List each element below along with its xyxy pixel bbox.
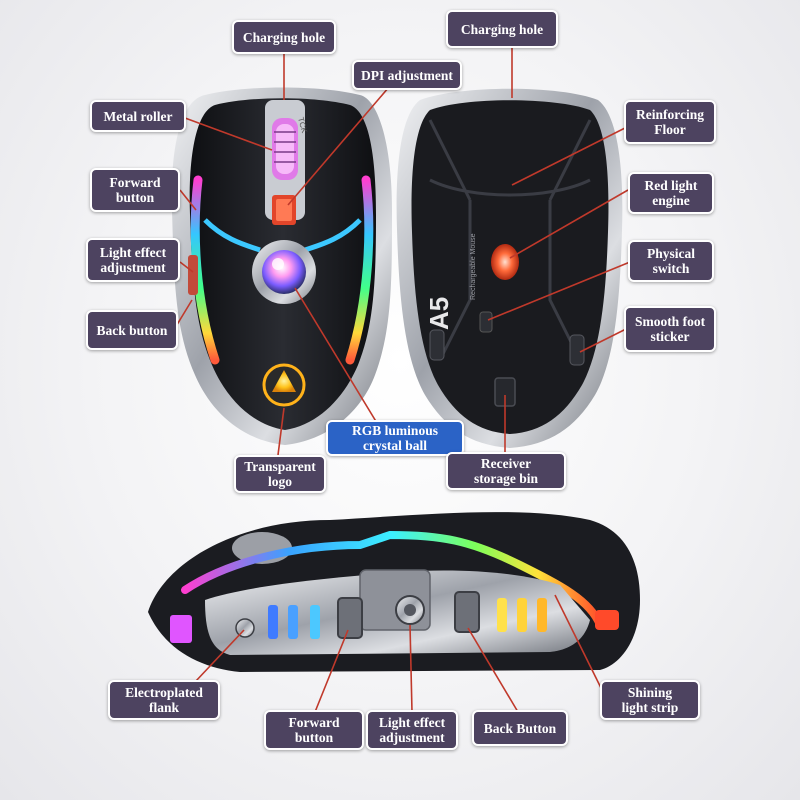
label-forward-button-side: Forward button xyxy=(264,710,364,750)
label-receiver-storage-bin: Receiver storage bin xyxy=(446,452,566,490)
label-charging-hole-bottom: Charging hole xyxy=(446,10,558,48)
label-back-button-top: Back button xyxy=(86,310,178,350)
top-logo-text: TCK xyxy=(296,116,309,134)
label-electroplated-flank: Electroplated flank xyxy=(108,680,220,720)
label-metal-roller: Metal roller xyxy=(90,100,186,132)
side-view-mouse xyxy=(148,512,640,672)
label-light-effect-adjustment-side: Light effect adjustment xyxy=(366,710,458,750)
label-smooth-foot-sticker: Smooth foot sticker xyxy=(624,306,716,352)
bottom-sticker-text: Rechargeable Mouse xyxy=(470,233,477,300)
label-light-effect-adjustment-top: Light effect adjustment xyxy=(86,238,180,282)
model-text: A5 xyxy=(424,297,454,330)
bottom-view-mouse: A5 Rechargeable Mouse xyxy=(396,88,623,448)
label-charging-hole-top: Charging hole xyxy=(232,20,336,54)
label-reinforcing-floor: Reinforcing Floor xyxy=(624,100,716,144)
label-red-light-engine: Red light engine xyxy=(628,172,714,214)
label-rgb-luminous-crystal-ball: RGB luminous crystal ball xyxy=(326,420,464,456)
label-back-button-side: Back Button xyxy=(472,710,568,746)
leader-lines xyxy=(174,45,631,713)
label-shining-light-strip: Shining light strip xyxy=(600,680,700,720)
label-physical-switch: Physical switch xyxy=(628,240,714,282)
label-dpi-adjustment: DPI adjustment xyxy=(352,60,462,90)
label-forward-button-top: Forward button xyxy=(90,168,180,212)
top-view-mouse: TCK xyxy=(171,87,392,445)
label-transparent-logo: Transparent logo xyxy=(234,455,326,493)
